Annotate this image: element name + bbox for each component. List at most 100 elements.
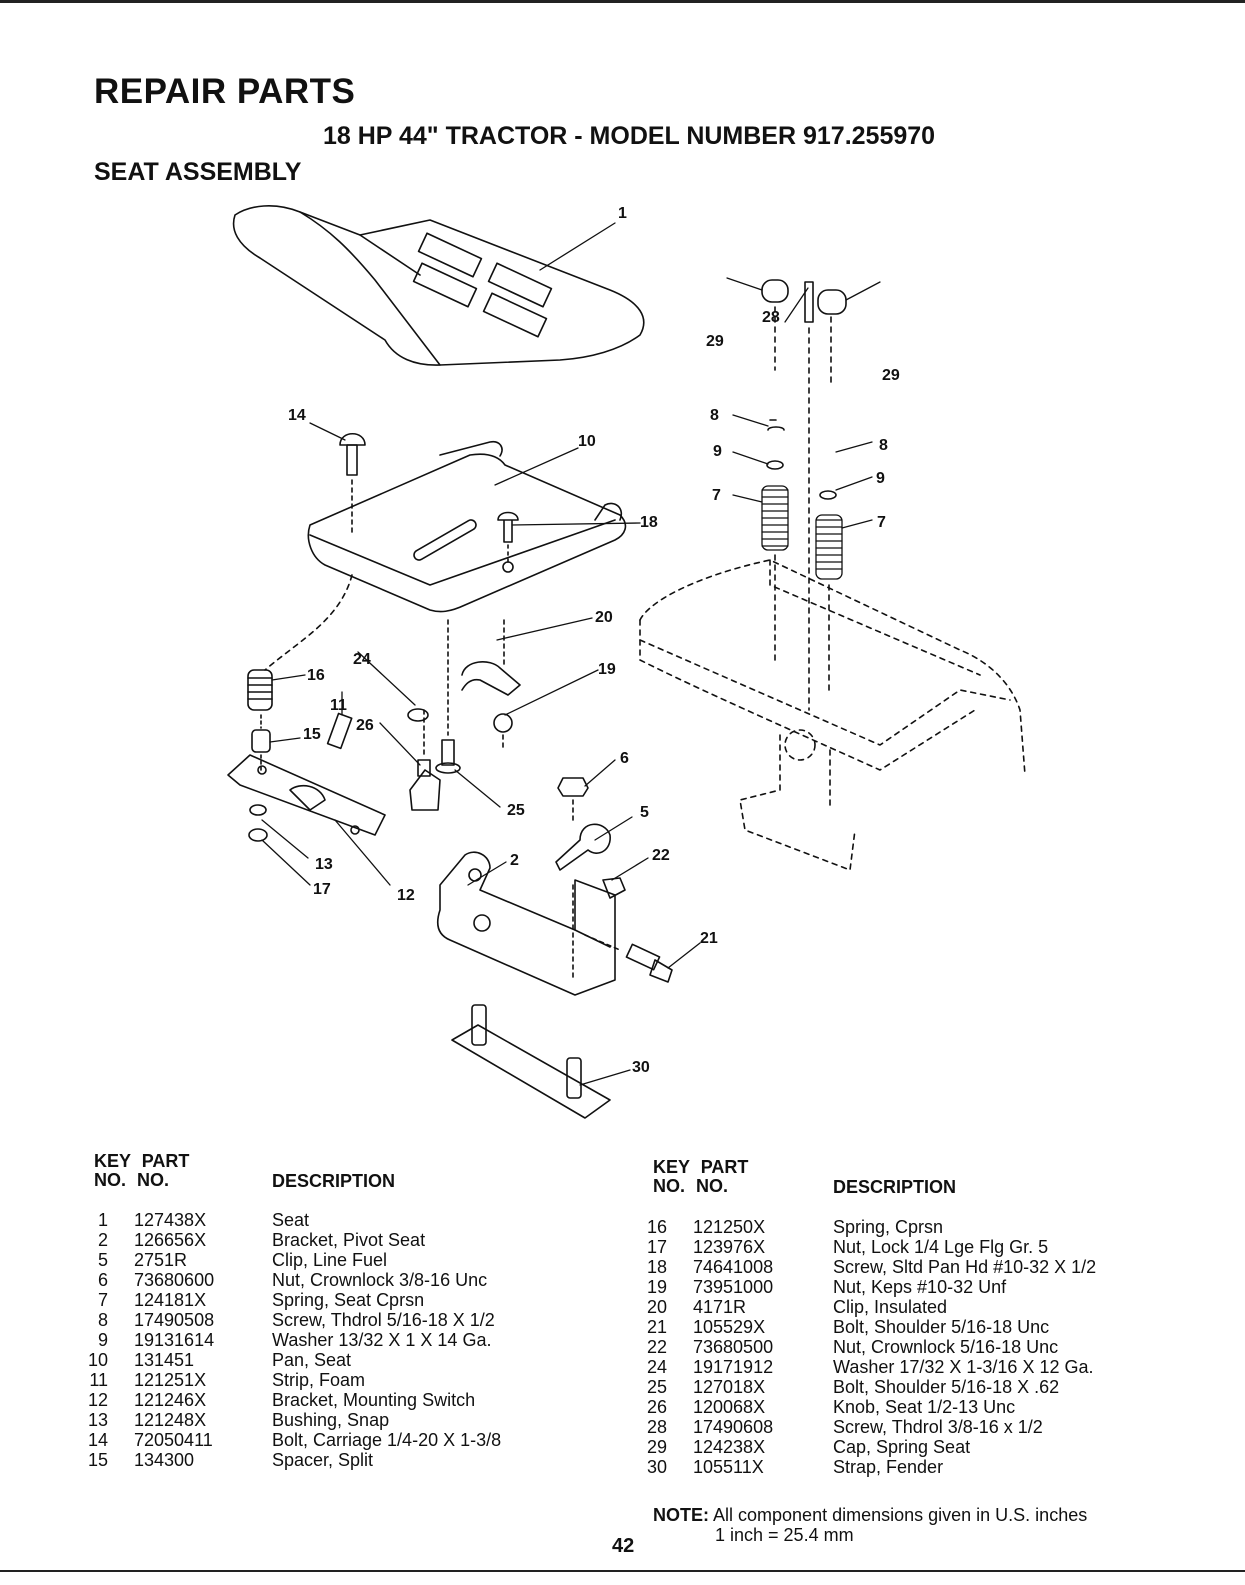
key-column-header-top: KEY (94, 1151, 131, 1171)
part-description: Washer 17/32 X 1-3/16 X 12 Ga. (833, 1357, 1094, 1377)
callout-number: 26 (356, 717, 374, 734)
part-number: 4171R (693, 1297, 747, 1317)
key-number: 2 (97, 1230, 108, 1250)
crownlock-nut-drawing (557, 777, 589, 797)
key-number: 17 (647, 1237, 668, 1257)
part-description: Strap, Fender (833, 1457, 944, 1477)
part-description: Spring, Seat Cprsn (272, 1290, 425, 1310)
foam-strip-drawing (326, 712, 353, 750)
page-title: REPAIR PARTS (94, 72, 356, 111)
pivot-bracket-drawing (436, 851, 616, 996)
callout-number: 8 (710, 407, 719, 424)
part-description: Clip, Line Fuel (272, 1250, 388, 1270)
part-number: 124181X (134, 1290, 207, 1310)
callout-number: 28 (762, 309, 780, 326)
key-number: 21 (647, 1317, 668, 1337)
callout-labels: 1256778899101112131415161718192021222425… (288, 205, 900, 1076)
carriage-bolt-drawing (339, 432, 366, 536)
key-number: 22 (647, 1337, 668, 1357)
part-number: 72050411 (134, 1430, 213, 1450)
callout-number: 24 (353, 651, 371, 668)
part-number: 73680600 (134, 1270, 215, 1290)
fuel-clip-drawing (555, 823, 611, 871)
part-description: Bracket, Mounting Switch (272, 1390, 476, 1410)
key-column-header-bottom: NO. (653, 1176, 686, 1196)
part-column-header-top: PART (141, 1151, 190, 1171)
part-number: 121251X (134, 1370, 207, 1390)
callout-number: 30 (632, 1059, 650, 1076)
part-description: Nut, Crownlock 5/16-18 Unc (833, 1337, 1059, 1357)
callout-number: 10 (578, 433, 596, 450)
callout-number: 21 (700, 930, 718, 947)
callout-number: 17 (313, 881, 331, 898)
part-number: 73680500 (693, 1337, 774, 1357)
callout-number: 9 (713, 443, 722, 460)
part-number: 121246X (134, 1390, 207, 1410)
top-rule (0, 0, 1245, 3)
note-line-1: All component dimensions given in U.S. i… (713, 1505, 1088, 1525)
part-description: Pan, Seat (272, 1350, 352, 1370)
description-column-header: DESCRIPTION (272, 1171, 396, 1191)
callout-number: 29 (706, 333, 724, 350)
part-description: Spring, Cprsn (833, 1217, 944, 1237)
part-number: 17490608 (693, 1417, 774, 1437)
part-number: 19171912 (693, 1357, 774, 1377)
leader-lines (261, 222, 881, 1086)
key-number: 19 (647, 1277, 668, 1297)
callout-number: 8 (879, 437, 888, 454)
key-number: 26 (647, 1397, 668, 1417)
callout-number: 19 (598, 661, 616, 678)
part-description: Strip, Foam (272, 1370, 366, 1390)
key-number: 1 (97, 1210, 108, 1230)
part-description: Bolt, Shoulder 5/16-18 X .62 (833, 1377, 1060, 1397)
part-number: 105529X (693, 1317, 766, 1337)
spring-assembly-drawing (761, 279, 847, 711)
shoulder-bolt-drawing (625, 943, 673, 983)
key-number: 30 (647, 1457, 668, 1477)
callout-number: 16 (307, 667, 325, 684)
key-column-header-top: KEY (653, 1157, 690, 1177)
part-description: Screw, Sltd Pan Hd #10-32 X 1/2 (833, 1257, 1097, 1277)
part-number: 2751R (134, 1250, 188, 1270)
part-description: Screw, Thdrol 5/16-18 X 1/2 (272, 1310, 495, 1330)
key-number: 12 (88, 1390, 109, 1410)
section-title: SEAT ASSEMBLY (94, 158, 302, 186)
callout-number: 20 (595, 609, 613, 626)
part-description: Bolt, Carriage 1/4-20 X 1-3/8 (272, 1430, 502, 1450)
callout-number: 25 (507, 802, 525, 819)
part-number: 73951000 (693, 1277, 774, 1297)
part-number: 19131614 (134, 1330, 215, 1350)
spring-16-drawing (247, 669, 273, 711)
callout-number: 14 (288, 407, 306, 424)
part-description: Seat (272, 1210, 310, 1230)
part-number: 127438X (134, 1210, 207, 1230)
callout-number: 7 (712, 487, 721, 504)
note-label: NOTE: (653, 1505, 709, 1525)
key-column-header-bottom: NO. (94, 1170, 127, 1190)
part-description: Spacer, Split (272, 1450, 374, 1470)
part-number: 127018X (693, 1377, 766, 1397)
part-description: Bushing, Snap (272, 1410, 390, 1430)
page-number: 42 (612, 1535, 635, 1557)
fender-strap-drawing (451, 1004, 611, 1119)
key-number: 5 (97, 1250, 108, 1270)
callout-number: 1 (618, 205, 627, 222)
part-column-header-bottom: NO. (696, 1176, 729, 1196)
key-number: 18 (647, 1257, 668, 1277)
key-number: 28 (647, 1417, 668, 1437)
units-note: NOTE: All component dimensions given in … (653, 1505, 1213, 1545)
seat-assembly-drawing: 1256778899101112131415161718192021222425… (227, 205, 1026, 1119)
seat-knob-drawing (409, 769, 441, 811)
part-number: 74641008 (693, 1257, 774, 1277)
part-number: 17490508 (134, 1310, 215, 1330)
part-number: 105511X (693, 1457, 764, 1477)
key-number: 6 (97, 1270, 108, 1290)
part-number: 131451 (134, 1350, 195, 1370)
screw-18-drawing (497, 511, 519, 543)
part-description: Washer 13/32 X 1 X 14 Ga. (272, 1330, 492, 1350)
callout-number: 12 (397, 887, 415, 904)
part-number: 121250X (693, 1217, 766, 1237)
